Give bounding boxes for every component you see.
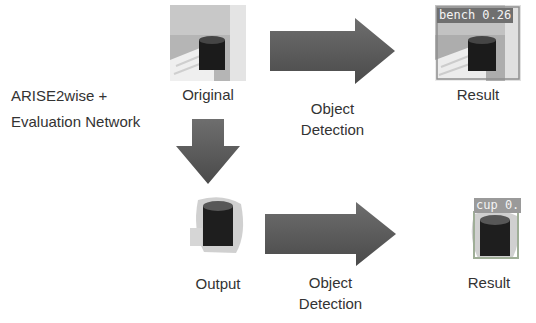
image-caption: Original (170, 86, 246, 103)
cup-rim (480, 215, 510, 225)
photo-ground (170, 5, 246, 81)
image-caption: Result (458, 274, 520, 291)
block-arrow (265, 202, 396, 266)
detection-label: cup 0. (474, 198, 521, 213)
block-arrow (270, 18, 395, 84)
photo-ground (435, 5, 521, 81)
cup-halo (472, 210, 519, 259)
original-photo (170, 5, 246, 81)
arrow-label: Object Detection (283, 98, 383, 140)
cloth-smear (190, 228, 202, 246)
detection-box (474, 212, 518, 258)
cup-halo (196, 197, 243, 253)
cup-body (203, 206, 233, 246)
output-result-photo (472, 210, 519, 259)
cup-rim (203, 201, 233, 211)
cup-body (480, 220, 510, 256)
cup-body (199, 40, 225, 70)
cup-rim (199, 36, 225, 44)
detection-box (437, 7, 519, 79)
block-arrow (176, 119, 240, 184)
arrow-label: ARISE2wise + Evaluation Network (11, 83, 166, 136)
image-caption: Output (185, 275, 251, 292)
cup-body (468, 40, 496, 71)
cup-rim (468, 36, 496, 44)
image-panel: Output (185, 185, 251, 292)
output-photo (190, 197, 243, 253)
photo-glass (230, 5, 246, 81)
detection-label: bench 0.26 (437, 8, 513, 23)
result-photo (435, 5, 521, 81)
image-caption: Result (435, 86, 521, 103)
image-panel: Original (170, 5, 246, 103)
arrow-label: Object Detection (281, 272, 381, 314)
